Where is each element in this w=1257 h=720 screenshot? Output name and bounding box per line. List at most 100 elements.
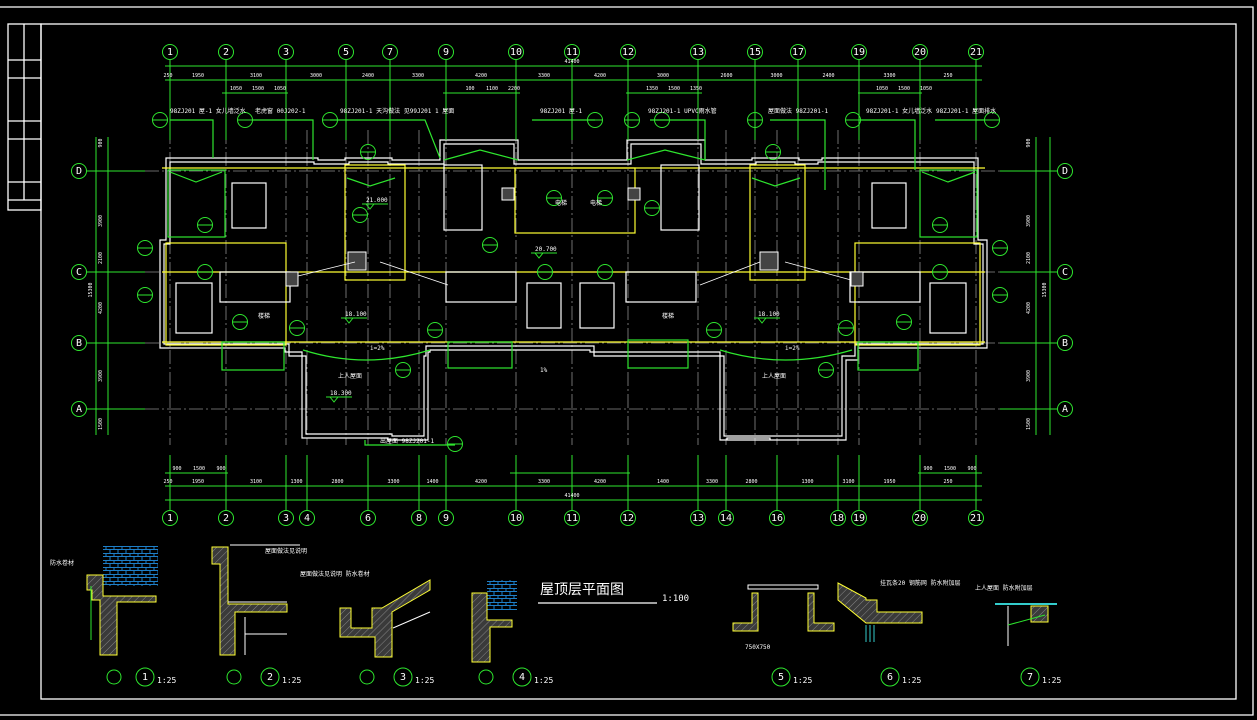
axis-bubble-circle [747,44,763,60]
detail-index-bubble [322,112,338,128]
detail-scale: 1:25 [902,676,921,685]
axis-bubble-right: B [1057,335,1073,351]
dimension-text-sub: 1050 [274,86,286,92]
callout-text-bottom: 出屋面 98ZJ201-1 [380,437,435,445]
dimension-text-sub: 1100 [486,86,498,92]
detail-number-circle [393,667,413,687]
detail-index-bubble [845,112,861,128]
callout-text: 98ZJ201-1 UPVC雨水管 [648,107,717,115]
dimension-text-sub: 1050 [230,86,242,92]
axis-bubble-circle [912,44,928,60]
dimension-text-sub: 1500 [193,466,205,472]
axis-bubble-top: 7 [382,44,398,60]
detail-index-bubble [395,362,411,378]
axis-bubble-left: D [71,163,87,179]
dimension-text-bottom: 2800 [331,479,343,485]
detail-index-bubble [597,190,613,206]
detail-note: 防水卷材 [50,559,74,567]
detail-2 [211,544,300,656]
axis-bubble-label: 16 [771,513,783,524]
axis-bubble-label: 12 [622,513,634,524]
inner-border [40,23,1237,700]
detail-index-bubble [838,320,854,336]
dimension-text-bottom: 3300 [387,479,399,485]
axis-bubble-label: 10 [510,47,522,58]
axis-bubble-label: 19 [853,47,865,58]
axis-bubble-bottom: 12 [620,510,636,526]
axis-bubble-circle [968,510,984,526]
dimension-text-top: 250 [163,73,172,79]
insulation-lines [162,164,985,346]
dimension-text-sub: 900 [923,466,932,472]
detail-note: 屋面做法见说明 [265,547,307,555]
dimension-text-top: 3000 [657,73,669,79]
dimension-text-top: 2400 [822,73,834,79]
detail-number-circle [260,667,280,687]
axis-bubble-circle [278,44,294,60]
axis-bubble-circle [912,510,928,526]
axis-bubble-left: A [71,401,87,417]
dimension-text-bottom: 250 [943,479,952,485]
detail-scale: 1:25 [415,676,434,685]
axis-bubble-label: A [76,404,82,415]
axis-bubble-label: 7 [387,47,393,58]
axis-bubble-label: 4 [304,513,310,524]
dimension-text-left: 1500 [98,418,104,430]
room-label: 电梯 [590,199,602,207]
detail-number-circle [135,667,155,687]
axis-bubbles-right: D C B A [1000,163,1073,417]
axis-bubble-circle [830,510,846,526]
axis-bubble-label: 15 [749,47,761,58]
drawing-title-block: 屋顶层平面图 1:100 [538,582,689,604]
detail-scale: 1:25 [157,676,176,685]
room-label: 楼梯 [662,312,674,320]
detail-number: 5 [778,672,784,683]
axis-bubble-top: 2 [218,44,234,60]
detail-3 [339,579,431,658]
dimension-text-right: 3900 [1026,370,1032,382]
level-mark-symbol [341,317,367,324]
dimension-text-sub: 1050 [920,86,932,92]
axis-bubble-right: D [1057,163,1073,179]
detail-note: 挂瓦条20 钢筋网 防水附加层 [880,579,960,587]
axis-bubble-circle [162,510,178,526]
axis-bubble-label: 14 [720,513,732,524]
axis-bubble-label: 5 [343,47,349,58]
axis-bubble-label: B [76,338,82,349]
detail-index-bubble [597,264,613,280]
axis-bubble-label: 19 [853,513,865,524]
outer-border [0,6,1254,716]
axis-bubble-bottom: 10 [508,510,524,526]
axis-bubble-circle [690,44,706,60]
dimension-text-top-overall: 41400 [564,59,579,65]
detail-number-circle [771,667,791,687]
dimension-text-top: 3100 [250,73,262,79]
dimension-text-top: 250 [943,73,952,79]
detail-reference-circle [106,669,122,685]
axis-bubble-label: 18 [832,513,844,524]
dimension-text-right-overall: 15300 [1042,282,1048,297]
axis-bubble-bottom: 6 [360,510,376,526]
axis-bubble-right: A [1057,401,1073,417]
axis-bubble-circle [71,264,87,280]
detail-index-bubble [197,217,213,233]
axis-bubble-bottom: 16 [769,510,785,526]
detail-index-bubble [654,112,670,128]
detail-index-bubble [360,144,376,160]
dimension-text-sub: 1500 [252,86,264,92]
dimension-text-left: 3900 [98,370,104,382]
detail-index-bubble [482,237,498,253]
axis-bubble-circle [71,401,87,417]
skylights [219,187,921,303]
axis-bubble-label: 3 [283,513,289,524]
axis-bubble-left: C [71,264,87,280]
dimension-text-right: 900 [1026,138,1032,147]
detail-number: 3 [400,672,406,683]
axis-bubble-label: C [1062,267,1068,278]
dimension-text-left: 2100 [98,252,104,264]
axis-bubble-label: 17 [792,47,804,58]
dimension-text-sub: 900 [216,466,225,472]
dimension-text-sub: 2200 [508,86,520,92]
